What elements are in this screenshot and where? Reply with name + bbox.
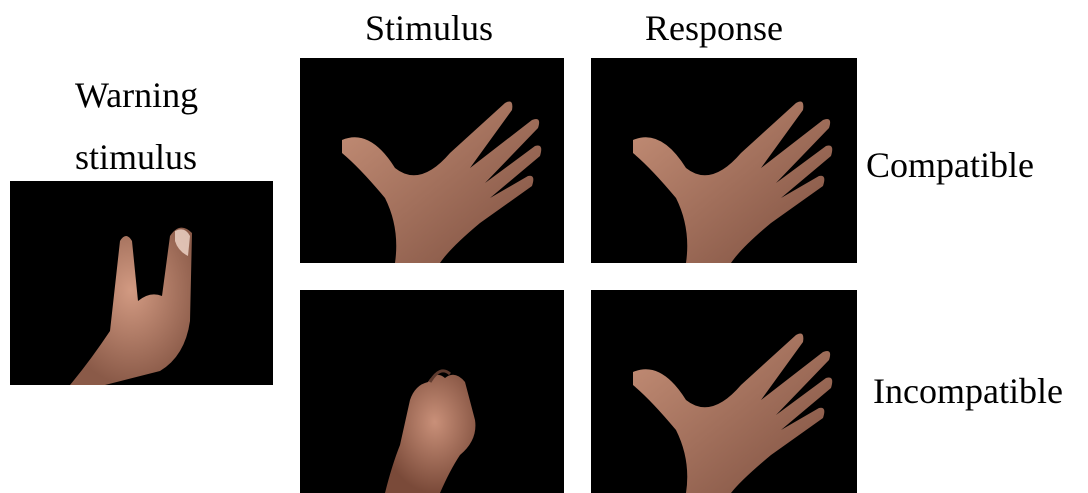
incompatible-response-image [591, 290, 857, 493]
compatible-response-image [591, 58, 857, 263]
warning-stimulus-label-line2: stimulus [75, 139, 197, 175]
compatible-stimulus-image [300, 58, 564, 263]
incompatible-row-label: Incompatible [873, 373, 1063, 409]
compatible-row-label: Compatible [866, 147, 1034, 183]
stimulus-column-header: Stimulus [365, 10, 493, 46]
warning-stimulus-image [10, 181, 273, 385]
incompatible-stimulus-image [300, 290, 564, 493]
response-column-header: Response [645, 10, 783, 46]
warning-stimulus-label-line1: Warning [75, 77, 198, 113]
